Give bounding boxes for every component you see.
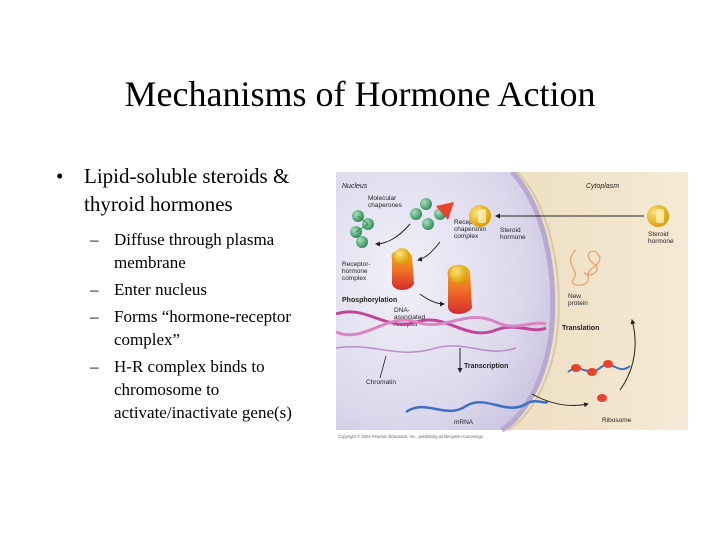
nucleus-label: Nucleus xyxy=(342,183,368,190)
sub-bullet-text: H-R complex binds to chromosome to activ… xyxy=(114,357,292,422)
sub-bullet-text: Diffuse through plasma membrane xyxy=(114,230,275,272)
dna-associated-receptor xyxy=(447,264,472,314)
sub-bullet-text: Forms “hormone-receptor complex” xyxy=(114,307,292,349)
slide-title: Mechanisms of Hormone Action xyxy=(124,74,596,114)
bullet-marker: • xyxy=(56,164,64,188)
new-protein xyxy=(570,249,601,286)
dna-helix xyxy=(336,310,547,353)
chaperone-arrow xyxy=(375,223,411,247)
ribosome-label: Ribosome xyxy=(602,417,632,424)
receptor-chaperonin-complex xyxy=(410,198,454,230)
sub-bullet-item: – Forms “hormone-receptor complex” xyxy=(56,305,332,351)
figure-copyright: Copyright © 2004 Pearson Education, Inc.… xyxy=(338,434,484,439)
nuclear-envelope xyxy=(500,172,556,433)
sub-bullet-item: – Enter nucleus xyxy=(56,278,332,301)
dash-marker: – xyxy=(90,357,99,376)
ribosomes xyxy=(567,360,631,402)
bullet-item: • Lipid-soluble steroids & thyroid hormo… xyxy=(56,162,332,218)
steroid-hormone-outside xyxy=(647,205,669,227)
transcription-label: Transcription xyxy=(464,363,508,370)
mrna-label: mRNA xyxy=(454,419,474,426)
sub-bullet-item: – H-R complex binds to chromosome to act… xyxy=(56,355,332,424)
mrna-strand xyxy=(405,400,549,414)
translation-label: Translation xyxy=(562,325,599,332)
bullet-text: Lipid-soluble steroids & thyroid hormone… xyxy=(84,164,290,216)
molecular-chaperones xyxy=(350,210,374,248)
bullet-list: • Lipid-soluble steroids & thyroid hormo… xyxy=(56,162,332,428)
chromatin-label: Chromatin xyxy=(366,379,396,386)
nucleus-region xyxy=(336,172,553,430)
sub-bullet-item: – Diffuse through plasma membrane xyxy=(56,228,332,274)
steroid-hormone-inside xyxy=(469,205,491,227)
dash-marker: – xyxy=(90,280,99,299)
dash-marker: – xyxy=(90,307,99,326)
sub-bullet-text: Enter nucleus xyxy=(114,280,207,299)
cytoplasm-label: Cytoplasm xyxy=(586,183,619,190)
phosphorylation-label: Phosphorylation xyxy=(342,297,397,304)
dash-marker: – xyxy=(90,230,99,249)
receptor-hormone-complex xyxy=(391,248,414,290)
